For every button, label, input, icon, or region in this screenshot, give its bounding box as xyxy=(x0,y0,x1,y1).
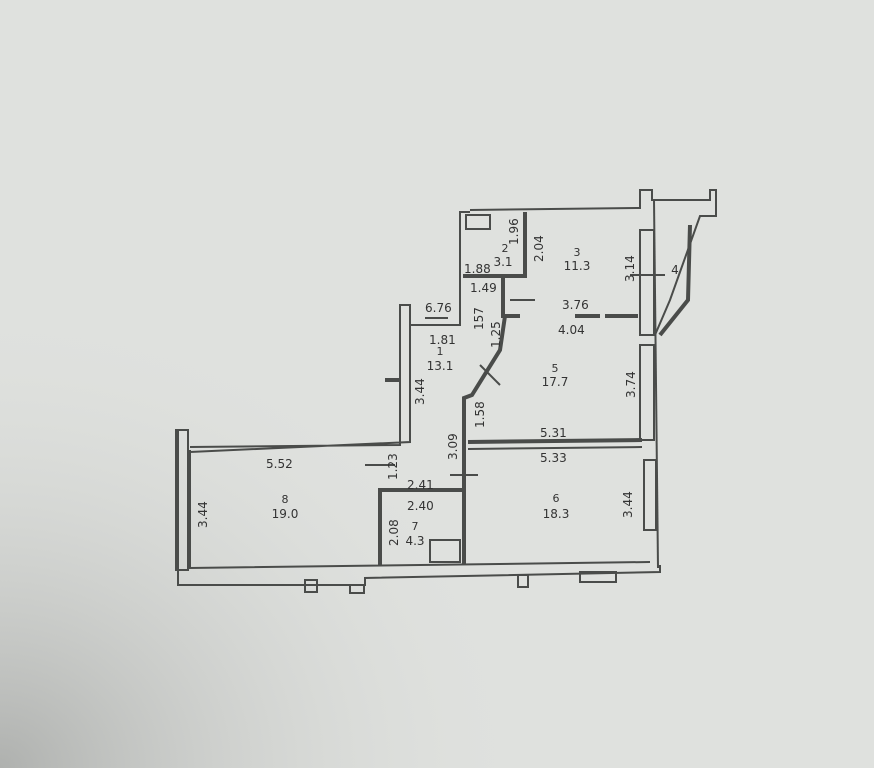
dim: 5.31 xyxy=(540,426,567,440)
room-1-area: 13.1 xyxy=(427,359,454,373)
dim: 2.08 xyxy=(387,519,401,546)
room-4-number: 4 xyxy=(671,263,679,277)
dim: 1.23 xyxy=(386,453,400,480)
room-3-area: 11.3 xyxy=(564,259,591,273)
stub xyxy=(349,584,365,594)
dim: 1.88 xyxy=(464,262,491,276)
dim: 6.76 xyxy=(425,301,452,315)
dim: 1.96 xyxy=(507,218,521,245)
dim: 3.44 xyxy=(413,378,427,405)
room-2-area: 3.1 xyxy=(493,255,512,269)
room-7-area: 4.3 xyxy=(405,534,424,548)
dim: 157 xyxy=(472,307,486,330)
balcony-rail xyxy=(658,224,692,337)
dim: 2.41 xyxy=(407,478,434,492)
dim: 1.49 xyxy=(470,281,497,295)
room-6-area: 18.3 xyxy=(543,507,570,521)
wall-diagonal xyxy=(462,315,507,565)
dim: 3.14 xyxy=(623,255,637,282)
outer-wall-right xyxy=(653,199,659,569)
inner-wall-bottom xyxy=(189,450,651,570)
dim: 2.04 xyxy=(532,235,546,262)
room-8-number: 8 xyxy=(282,493,289,506)
dim: 3.74 xyxy=(624,371,638,398)
dim: 2.40 xyxy=(407,499,434,513)
room-8-area: 19.0 xyxy=(272,507,299,521)
dim: 3.09 xyxy=(446,433,460,460)
window-room-8 xyxy=(175,429,189,571)
dimension-labels: 1.96 2.04 1.88 1.49 3.14 3.76 4.04 6.76 … xyxy=(196,218,638,546)
room-3-number: 3 xyxy=(574,246,581,259)
bath-fixture xyxy=(429,539,461,563)
dim: 5.52 xyxy=(266,457,293,471)
shaft xyxy=(465,214,491,230)
wall-room-2 xyxy=(463,212,527,278)
dim: 3.44 xyxy=(621,491,635,518)
dim: 1.25 xyxy=(489,321,503,348)
door-mark xyxy=(479,364,501,386)
dim: 1.58 xyxy=(473,401,487,428)
room-2-number: 2 xyxy=(502,242,509,255)
stub xyxy=(579,571,617,583)
outer-wall-bottom xyxy=(177,430,661,586)
room-1-number: 1 xyxy=(437,345,444,358)
wall-room-7 xyxy=(378,488,462,565)
room-7-number: 7 xyxy=(412,520,419,533)
wall-5-6 xyxy=(467,438,643,444)
room-6-number: 6 xyxy=(553,492,560,505)
wall-6-top xyxy=(467,446,643,450)
walls xyxy=(175,189,717,594)
dim: 3.44 xyxy=(196,501,210,528)
room-5-area: 17.7 xyxy=(542,375,569,389)
wall-top xyxy=(469,189,717,336)
stub xyxy=(517,574,529,588)
dim: 5.33 xyxy=(540,451,567,465)
room-5-number: 5 xyxy=(552,362,559,375)
dim: 1.81 xyxy=(429,333,456,347)
wall-corridor-top xyxy=(410,211,470,326)
stub xyxy=(304,579,318,593)
wall-room-8-top xyxy=(189,304,411,453)
window-room-5 xyxy=(639,344,655,441)
window-room-6 xyxy=(643,459,657,531)
room-labels: 1 13.1 2 3.1 3 11.3 4 5 17.7 6 18.3 7 4.… xyxy=(272,242,679,548)
dim: 4.04 xyxy=(558,323,585,337)
dim: 3.76 xyxy=(562,298,589,312)
